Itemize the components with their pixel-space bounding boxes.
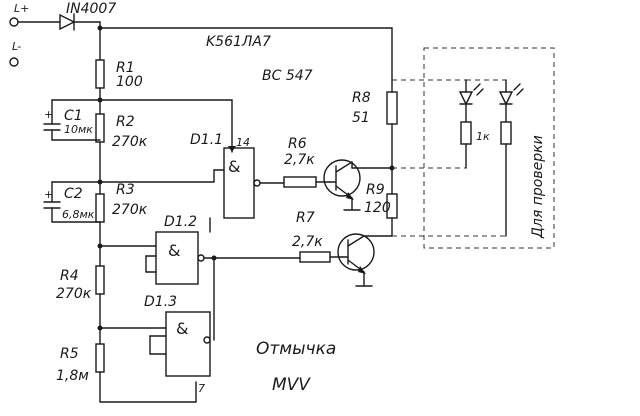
r6-name: R6 (288, 136, 307, 152)
c1-plus: + (44, 108, 53, 121)
gate-d1-3-symbol: & (176, 319, 188, 338)
ic-label: K561ЛА7 (206, 34, 271, 50)
c2-plus: + (44, 188, 53, 201)
gate-d1-3-inverter (203, 336, 211, 344)
resistor-r5 (95, 343, 105, 373)
led-1 (458, 79, 484, 106)
transistor-q2 (337, 233, 375, 274)
supply-plus-terminal (9, 17, 61, 27)
gate-d1-1-pin: 14 (236, 136, 250, 149)
r2-value: 270к (112, 134, 148, 150)
r7-name: R7 (296, 210, 315, 226)
test-resistor-value: 1к (476, 130, 490, 143)
resistor-r2 (95, 113, 105, 143)
r8-value: 51 (352, 110, 370, 126)
resistor-r4 (95, 265, 105, 295)
r1-name: R1 (116, 60, 135, 76)
led-2 (498, 79, 524, 106)
gate-d1-3 (165, 311, 211, 377)
gate-d1-1-symbol: & (228, 157, 240, 176)
resistor-r7 (299, 251, 331, 263)
transistor-label: BC 547 (262, 68, 313, 84)
r1-value: 100 (116, 74, 143, 90)
gate-d1-3-pin: 7 (198, 382, 205, 395)
supply-minus-label: L- (12, 40, 21, 53)
r3-value: 270к (112, 202, 148, 218)
resistor-r8 (386, 91, 398, 125)
gate-d1-2-name: D1.2 (164, 214, 197, 230)
gate-d1-1-name: D1.1 (190, 132, 223, 148)
gate-d1-1-inverter (253, 179, 261, 187)
c2-name: C2 (64, 186, 83, 202)
diode-label: IN4007 (66, 1, 116, 17)
supply-minus-terminal (9, 57, 19, 67)
capacitor-c1 (43, 123, 61, 131)
r5-name: R5 (60, 346, 79, 362)
r9-value: 120 (364, 200, 391, 216)
resistor-r3 (95, 193, 105, 223)
r4-name: R4 (60, 268, 79, 284)
caption-subtitle: MVV (272, 375, 311, 395)
c1-value: 10мк (64, 123, 93, 136)
c1-name: C1 (64, 108, 83, 124)
c2-value: 6,8мк (62, 208, 95, 221)
gate-d1-2-inverter (197, 254, 205, 262)
r2-name: R2 (116, 114, 135, 130)
r4-value: 270к (56, 286, 92, 302)
test-label: Для проверки (530, 135, 546, 239)
r5-value: 1,8м (56, 368, 89, 384)
capacitor-c2 (43, 201, 61, 209)
r9-name: R9 (366, 182, 385, 198)
supply-plus-label: L+ (14, 2, 29, 15)
test-fixture-box (423, 47, 555, 249)
caption-title: Отмычка (256, 339, 336, 359)
gate-d1-2-symbol: & (168, 241, 180, 260)
test-resistor-1 (460, 121, 472, 145)
test-resistor-2 (500, 121, 512, 145)
r7-value: 2,7к (292, 234, 323, 250)
r8-name: R8 (352, 90, 371, 106)
gate-d1-3-name: D1.3 (144, 294, 177, 310)
resistor-r1 (95, 59, 105, 89)
r3-name: R3 (116, 182, 135, 198)
transistor-q1 (323, 159, 361, 200)
r6-value: 2,7к (284, 152, 315, 168)
resistor-r6 (283, 176, 317, 188)
